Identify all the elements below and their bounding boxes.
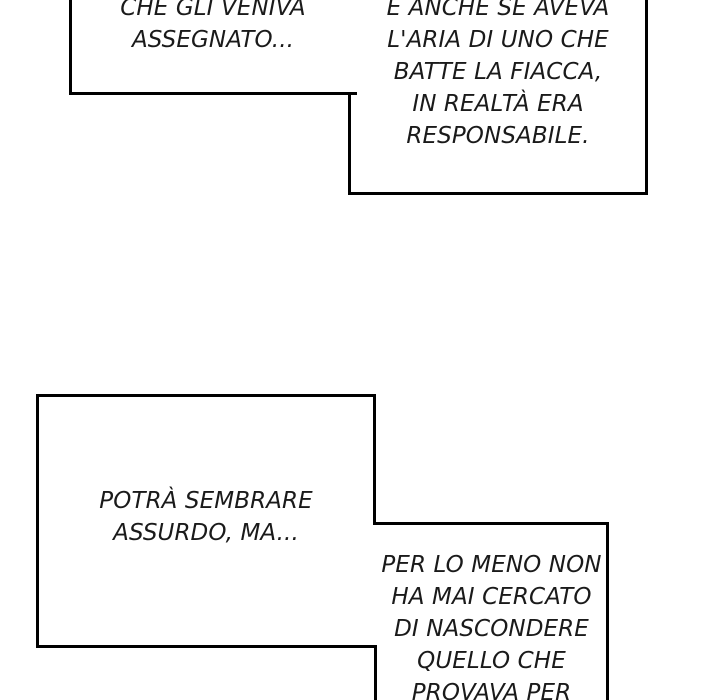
speech-bubble-top-left: CHE GLI VENIVA ASSEGNATO... [69,0,357,95]
speech-bubble-bottom-left-text: POTRÀ SEMBRARE ASSURDO, MA... [99,488,313,546]
speech-bubble-bottom-right: PER LO MENO NON HA MAI CERCATO DI NASCON… [374,522,609,700]
speech-bubble-top-right: E ANCHE SE AVEVA L'ARIA DI UNO CHE BATTE… [348,0,648,195]
speech-bubble-top-right-text: E ANCHE SE AVEVA L'ARIA DI UNO CHE BATTE… [386,0,610,149]
speech-bubble-bottom-right-text: PER LO MENO NON HA MAI CERCATO DI NASCON… [381,552,602,700]
speech-bubble-bottom-left: POTRÀ SEMBRARE ASSURDO, MA... [36,394,376,648]
speech-bubble-top-left-text: CHE GLI VENIVA ASSEGNATO... [120,0,306,53]
